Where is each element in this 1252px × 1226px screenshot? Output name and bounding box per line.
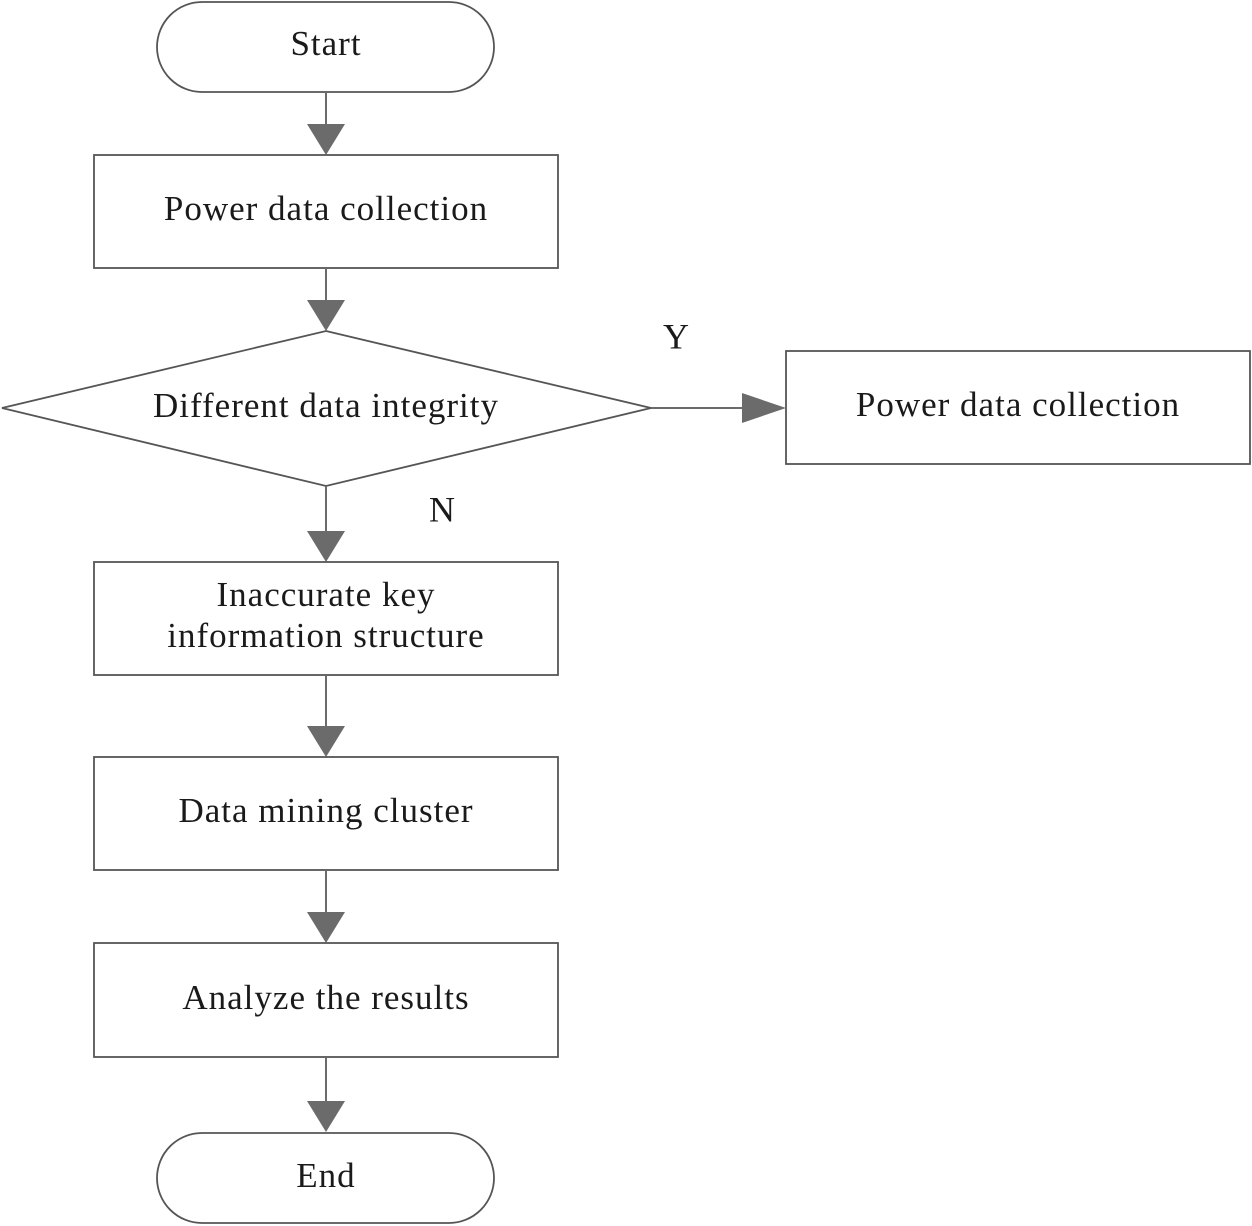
mining-node: Data mining cluster (93, 756, 559, 871)
start-node: Start (156, 1, 495, 93)
decision-node: Different data integrity (1, 330, 652, 487)
arrow-decision-to-yes-target (651, 393, 786, 423)
yes-branch-label: Y (663, 316, 689, 356)
arrow-analyze-to-end (307, 1057, 345, 1132)
arrow-inaccurate-to-mining (307, 675, 345, 757)
analyze-label: Analyze the results (182, 978, 469, 1017)
collect-label: Power data collection (164, 189, 488, 228)
inaccurate-label-line2: information structure (167, 616, 484, 655)
decision-label: Different data integrity (153, 386, 499, 425)
no-branch-label: N (429, 489, 455, 529)
arrow-collect-to-decision (307, 268, 345, 331)
end-label: End (296, 1156, 355, 1195)
arrow-decision-to-inaccurate (307, 486, 345, 562)
mining-label: Data mining cluster (178, 791, 473, 830)
collect-node: Power data collection (93, 154, 559, 269)
inaccurate-node: Inaccurate key information structure (93, 561, 559, 676)
yes-target-label: Power data collection (856, 385, 1180, 424)
end-node: End (156, 1132, 495, 1224)
start-label: Start (290, 24, 361, 63)
analyze-node: Analyze the results (93, 942, 559, 1058)
yes-target-node: Power data collection (785, 350, 1251, 465)
inaccurate-label-line1: Inaccurate key (217, 575, 436, 614)
arrow-start-to-collect (307, 92, 345, 155)
arrow-mining-to-analyze (307, 870, 345, 943)
